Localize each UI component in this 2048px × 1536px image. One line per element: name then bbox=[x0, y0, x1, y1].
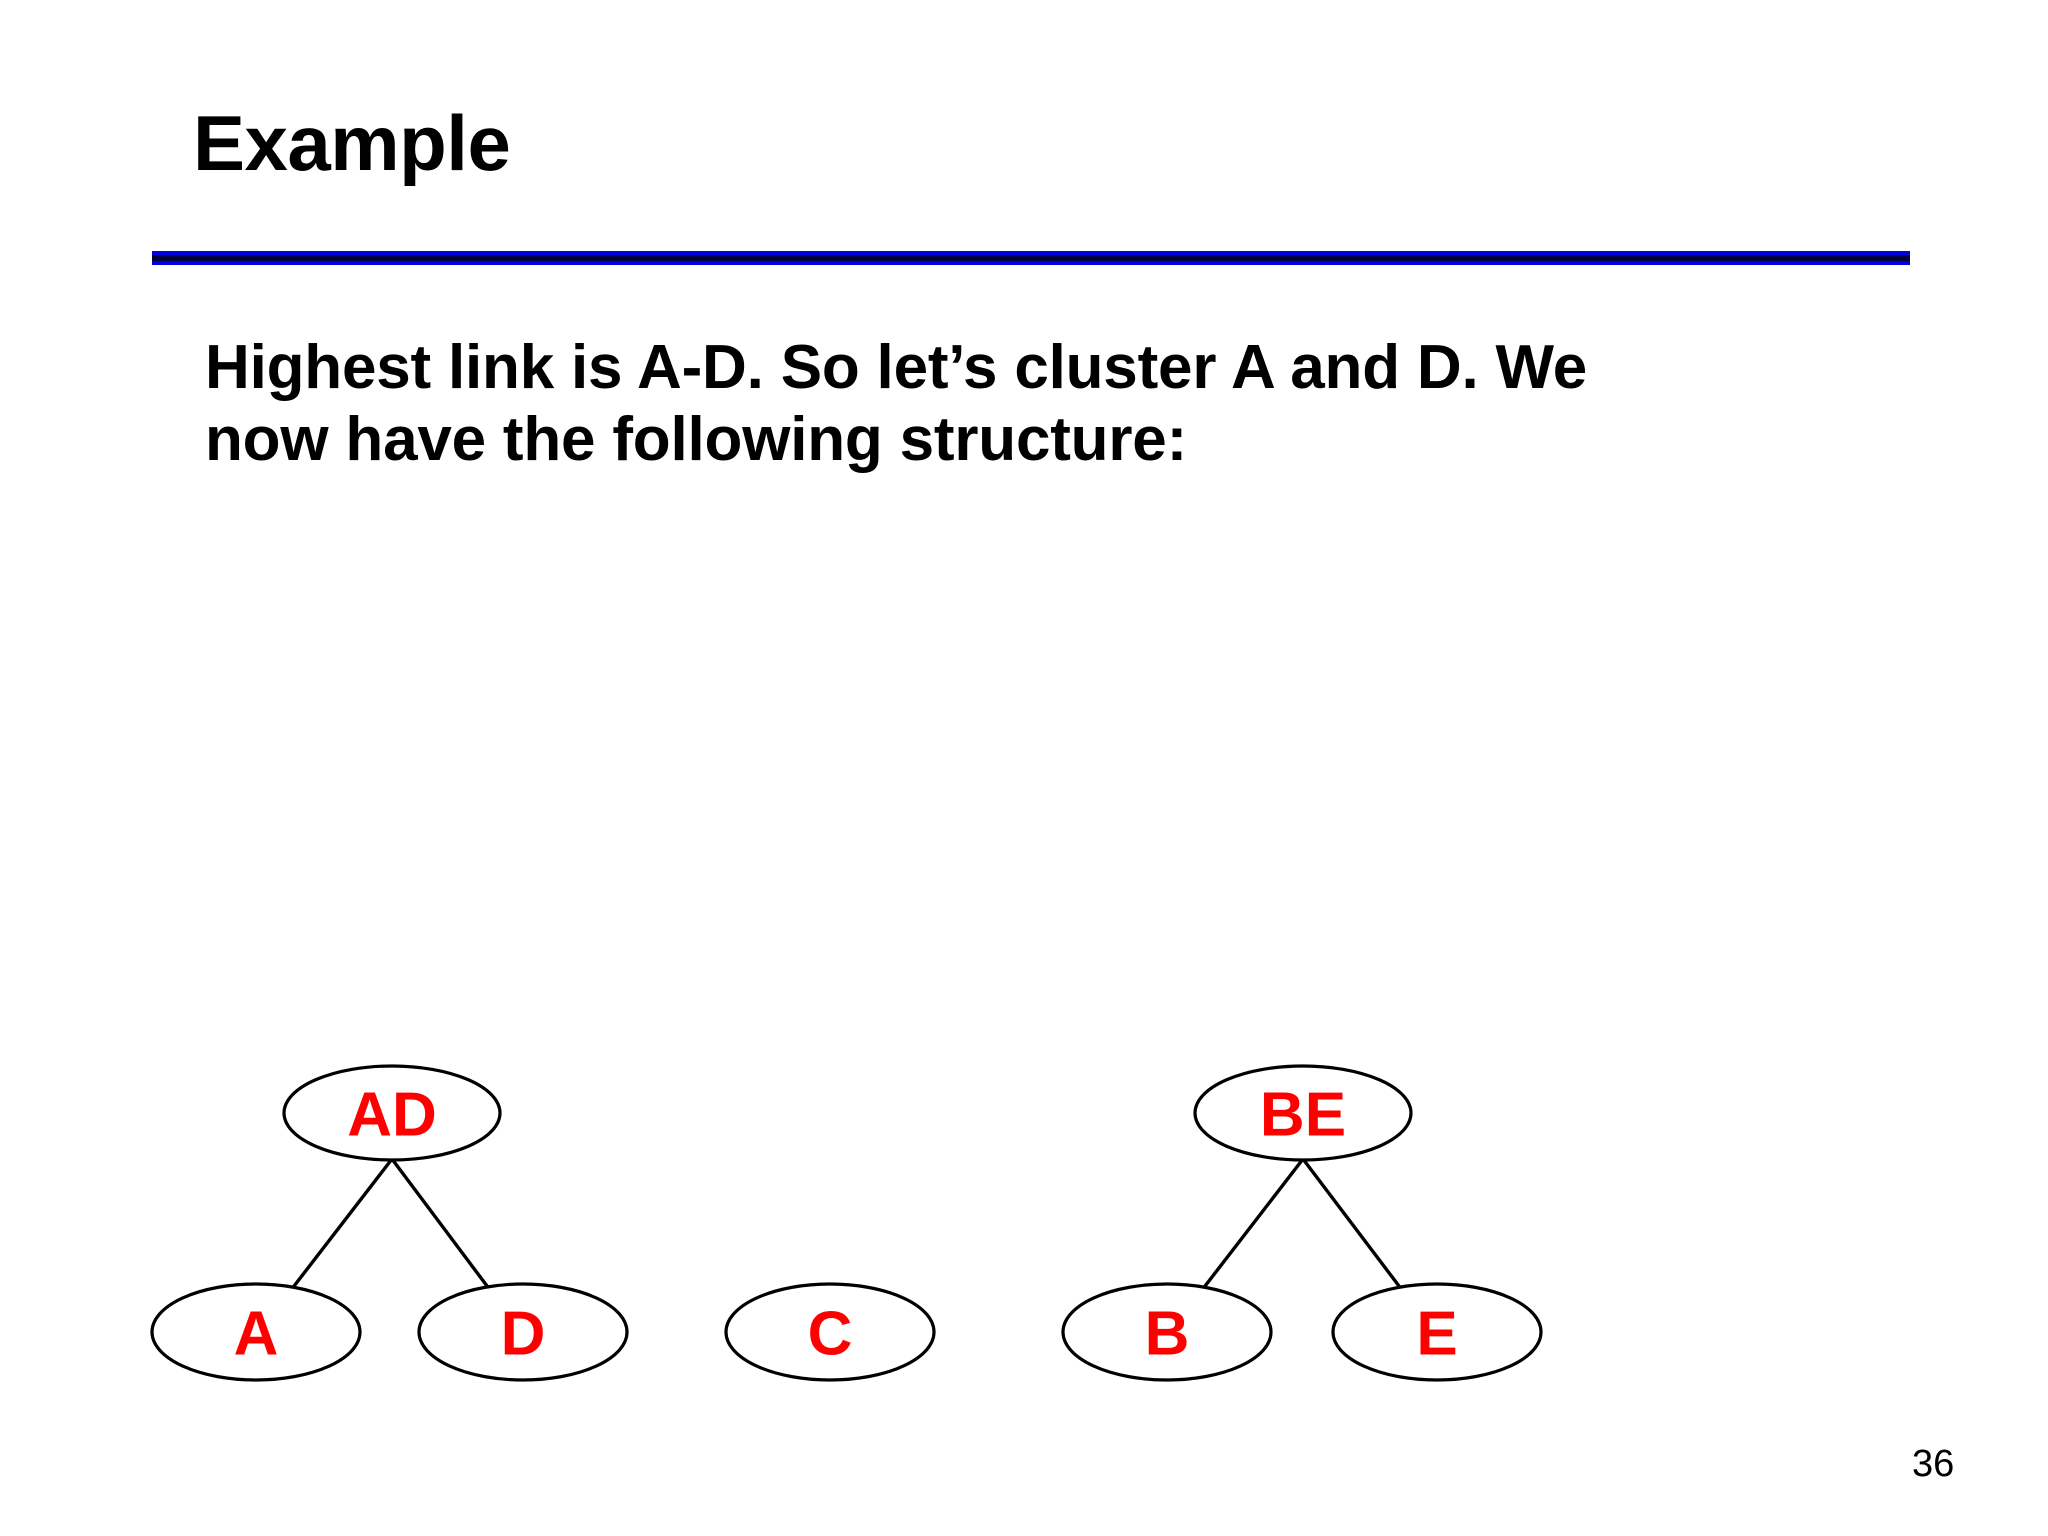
node-b-label: B bbox=[1145, 1300, 1190, 1369]
node-ad-label: AD bbox=[347, 1081, 437, 1150]
node-e-ellipse bbox=[1331, 1282, 1543, 1382]
edge-ad-to-d bbox=[390, 1157, 492, 1292]
node-d-label: D bbox=[501, 1300, 546, 1369]
cluster-be-group: BE B E bbox=[1061, 1064, 1543, 1382]
node-a-ellipse bbox=[150, 1282, 362, 1382]
cluster-c-group: C bbox=[724, 1282, 936, 1382]
node-d-ellipse bbox=[417, 1282, 629, 1382]
edge-be-to-b bbox=[1200, 1157, 1305, 1292]
node-c[interactable]: C bbox=[724, 1282, 936, 1382]
node-a-label: A bbox=[234, 1300, 279, 1369]
node-e-label: E bbox=[1416, 1300, 1457, 1369]
node-b-ellipse bbox=[1061, 1282, 1273, 1382]
node-c-ellipse bbox=[724, 1282, 936, 1382]
page-title: Example bbox=[193, 99, 511, 187]
body-line-2: now have the following structure: bbox=[205, 404, 1188, 474]
node-be[interactable]: BE bbox=[1193, 1064, 1413, 1162]
body-paragraph: Highest link is A-D. So let’s cluster A … bbox=[205, 332, 1845, 476]
node-be-label: BE bbox=[1260, 1081, 1346, 1150]
edge-ad-to-a bbox=[289, 1157, 394, 1292]
node-c-label: C bbox=[808, 1300, 853, 1369]
node-be-ellipse bbox=[1193, 1064, 1413, 1162]
node-e[interactable]: E bbox=[1331, 1282, 1543, 1382]
page-number: 36 bbox=[1912, 1443, 1955, 1485]
cluster-ad-group: AD A D bbox=[150, 1064, 629, 1382]
node-ad[interactable]: AD bbox=[282, 1064, 502, 1162]
node-a[interactable]: A bbox=[150, 1282, 362, 1382]
edge-be-to-e bbox=[1301, 1157, 1404, 1292]
title-divider-rule bbox=[152, 251, 1910, 265]
title-divider-core bbox=[152, 255, 1910, 261]
node-d[interactable]: D bbox=[417, 1282, 629, 1382]
node-ad-ellipse bbox=[282, 1064, 502, 1162]
node-b[interactable]: B bbox=[1061, 1282, 1273, 1382]
body-line-1: Highest link is A-D. So let’s cluster A … bbox=[205, 333, 1588, 402]
